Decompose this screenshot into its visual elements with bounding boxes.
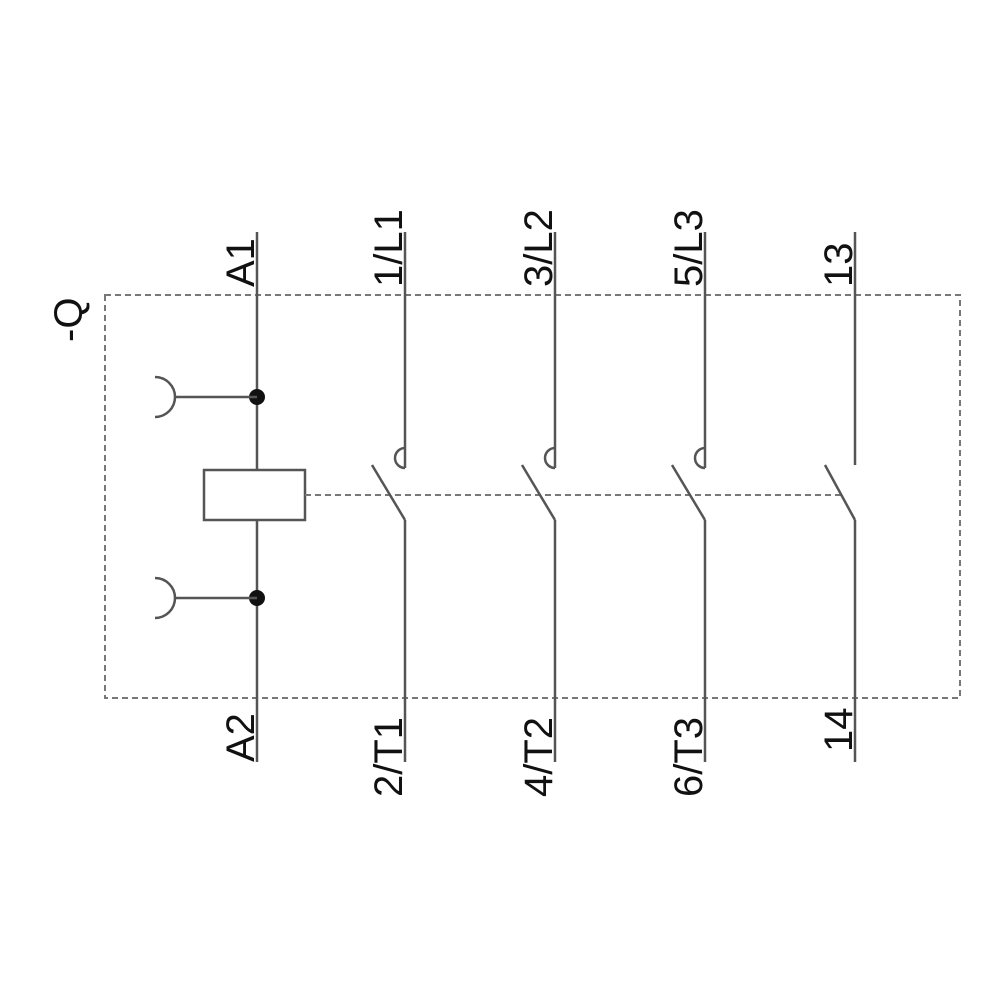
- contact-bottom-label: 6/T3: [667, 717, 711, 797]
- contact-bottom-label: 14: [817, 708, 861, 753]
- contact-1: 1/L1 2/T1: [367, 209, 411, 797]
- contact-2: 3/L2 4/T2: [517, 209, 561, 797]
- coil-top-label: A1: [219, 238, 263, 287]
- contact-top-label: 1/L1: [367, 209, 411, 287]
- contact-3: 5/L3 6/T3: [667, 209, 711, 797]
- terminal-socket-icon: [154, 375, 177, 419]
- contact-bottom-label: 2/T1: [367, 717, 411, 797]
- contact-top-label: 13: [817, 243, 861, 288]
- device-enclosure-dashed: [104, 294, 961, 699]
- contact-top-label: 3/L2: [517, 209, 561, 287]
- coil: [202, 468, 307, 522]
- terminal-socket-icon: [154, 576, 177, 620]
- coil-circuit: A1 A2: [154, 232, 307, 762]
- device-label: -Q: [47, 298, 91, 342]
- coil-bottom-label: A2: [219, 713, 263, 762]
- contact-aux: 13 14: [817, 232, 861, 762]
- contact-top-label: 5/L3: [667, 209, 711, 287]
- contact-bottom-label: 4/T2: [517, 717, 561, 797]
